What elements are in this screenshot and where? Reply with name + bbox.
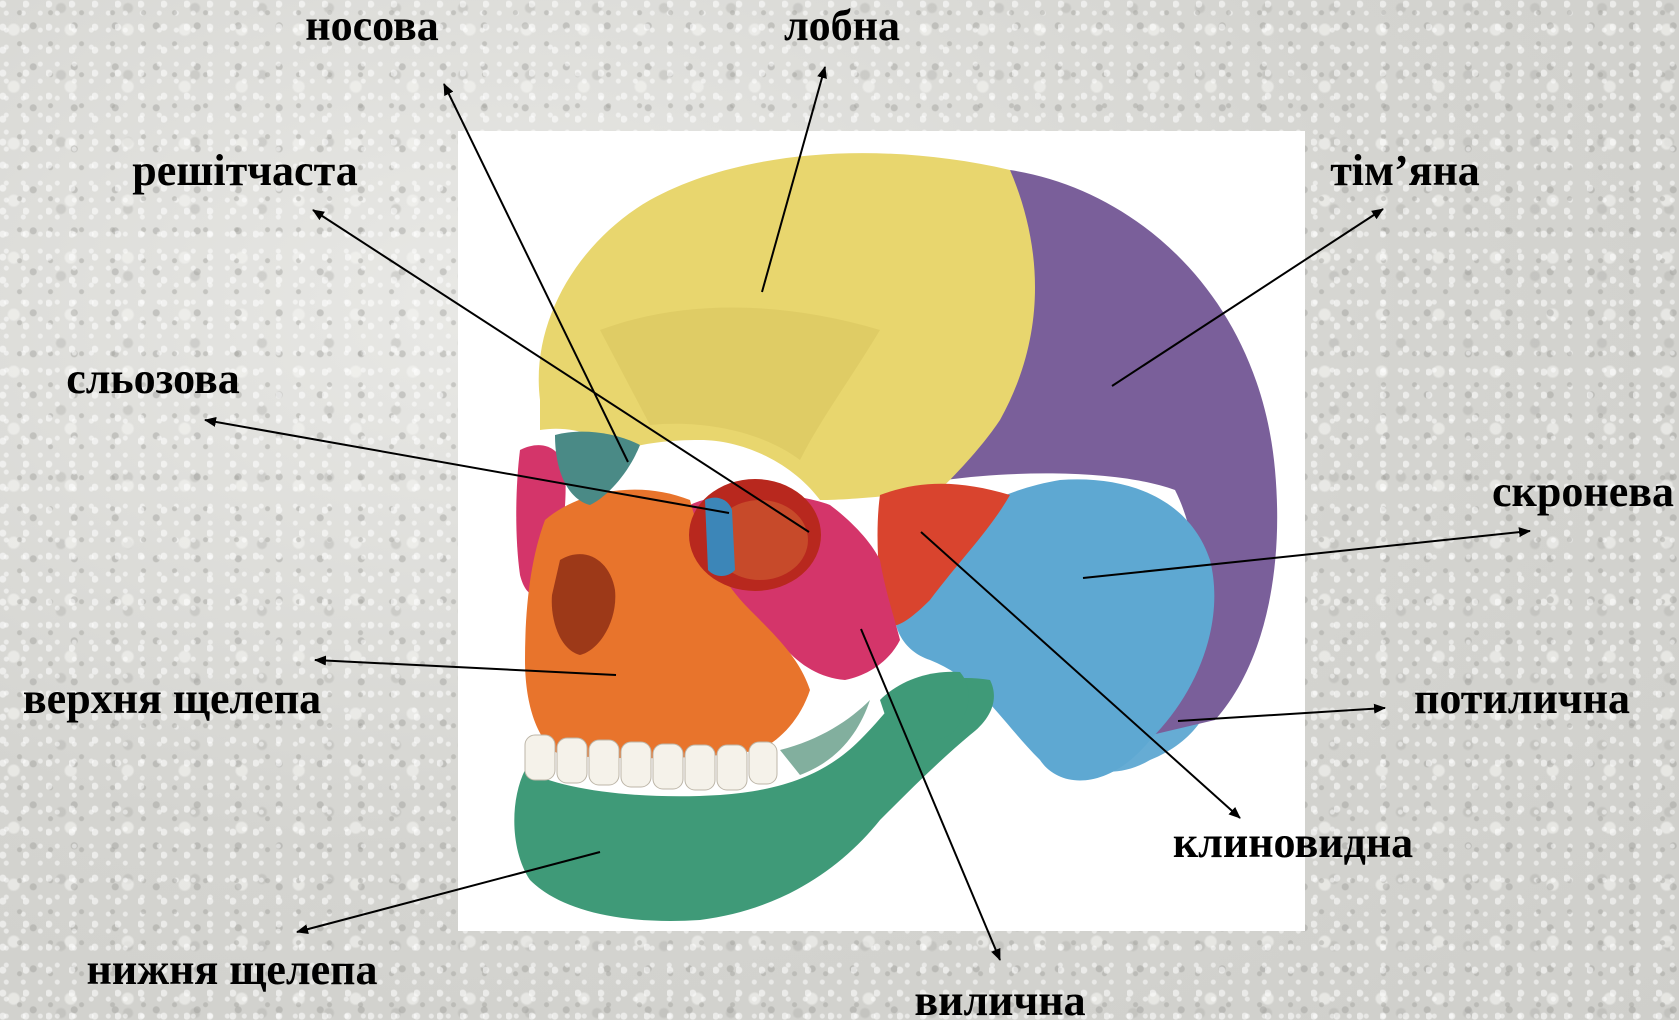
label-maxilla: верхня щелепа — [23, 674, 321, 723]
label-sphenoid: клиновидна — [1173, 818, 1413, 867]
label-temporal: скронева — [1492, 467, 1674, 516]
label-parietal: тім’яна — [1330, 146, 1480, 195]
label-ethmoid: решітчаста — [132, 146, 357, 195]
label-nasal: носова — [305, 1, 439, 50]
label-frontal: лобна — [784, 1, 900, 50]
label-occipital: потилична — [1414, 674, 1630, 723]
label-lacrimal: сльозова — [66, 354, 240, 403]
label-zygomatic: вилична — [914, 976, 1085, 1020]
label-mandible: нижня щелепа — [86, 945, 377, 994]
